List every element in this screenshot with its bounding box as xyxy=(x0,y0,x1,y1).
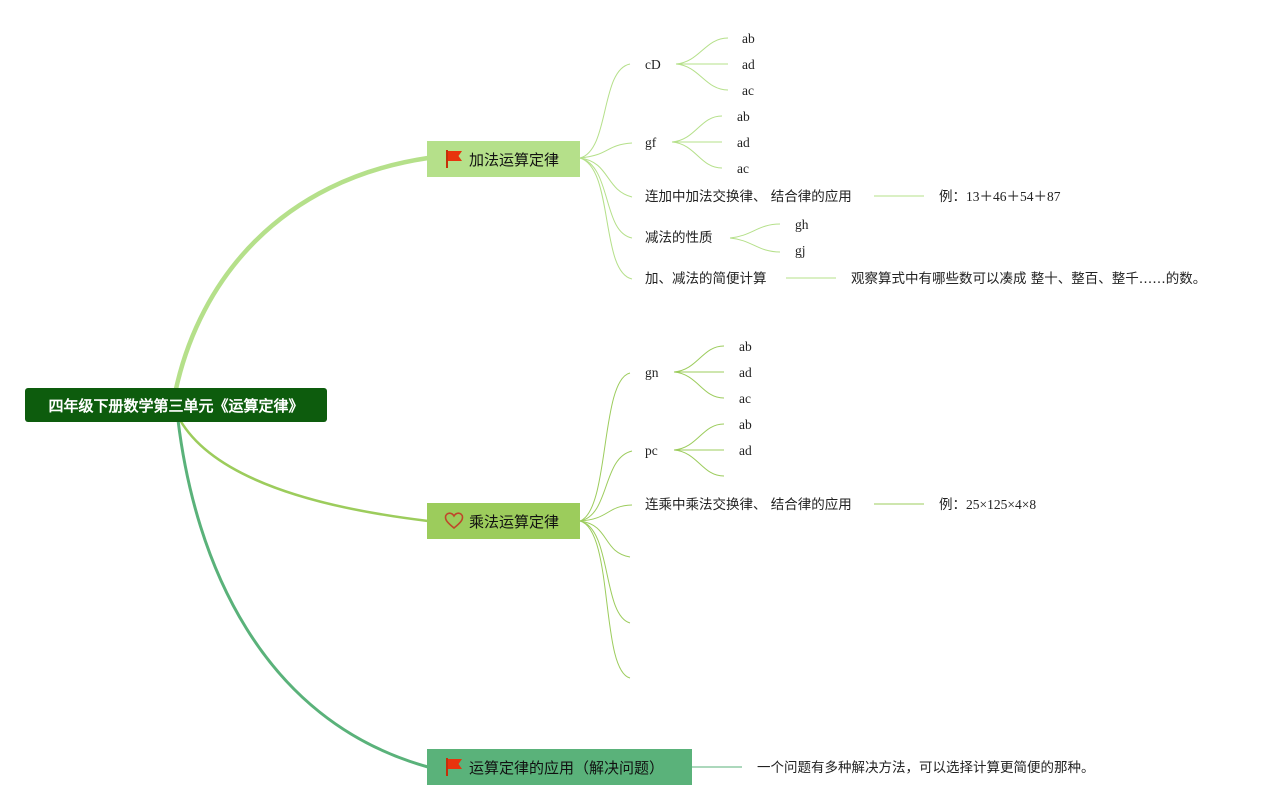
leaf-gf-2[interactable]: ad xyxy=(737,135,750,150)
subtopic-simple-calc[interactable]: 加、减法的简便计算 xyxy=(645,271,767,287)
topic-application-label: 运算定律的应用（解决问题） xyxy=(469,758,665,777)
connectors-addition xyxy=(579,37,924,280)
heart-icon xyxy=(444,511,464,531)
red-flag-icon xyxy=(444,757,464,777)
leaf-sub-1[interactable]: gh xyxy=(795,217,809,232)
subtopic-pc[interactable]: pc xyxy=(645,443,658,458)
subtopic-multiplication-assoc[interactable]: 连乘中乘法交换律、 结合律的应用 xyxy=(645,497,852,513)
leaf-cd-1[interactable]: ab xyxy=(742,31,755,46)
note-multiplication-example[interactable]: 例：25×125×4×8 xyxy=(939,496,1036,514)
topic-multiplication[interactable]: 乘法运算定律 xyxy=(427,503,580,539)
topic-multiplication-label: 乘法运算定律 xyxy=(469,512,560,531)
leaf-gf-3[interactable]: ac xyxy=(737,161,749,176)
note-addition-example-value: 13＋46＋54＋87 xyxy=(966,189,1061,204)
subtopic-subtraction-property[interactable]: 减法的性质 xyxy=(645,230,713,246)
root-topic-label: 四年级下册数学第三单元《运算定律》 xyxy=(48,396,304,415)
subtopic-addition-assoc[interactable]: 连加中加法交换律、 结合律的应用 xyxy=(645,189,852,205)
connector-root-addition xyxy=(173,155,431,392)
red-flag-icon xyxy=(444,149,464,169)
subtopic-gn[interactable]: gn xyxy=(645,365,659,380)
topic-application[interactable]: 运算定律的应用（解决问题） xyxy=(427,749,692,785)
connector-root-application xyxy=(176,419,429,769)
leaf-gn-3[interactable]: ac xyxy=(739,391,751,406)
leaf-cd-3[interactable]: ac xyxy=(742,83,754,98)
leaf-pc-1[interactable]: ab xyxy=(739,417,752,432)
note-addition-example-prefix: 例： xyxy=(939,189,966,205)
subtopic-cd[interactable]: cD xyxy=(645,57,661,72)
note-simple-calc[interactable]: 观察算式中有哪些数可以凑成 整十、整百、整千……的数。 xyxy=(851,271,1207,287)
connector-root-multiplication xyxy=(178,419,429,523)
note-application[interactable]: 一个问题有多种解决方法，可以选择计算更简便的那种。 xyxy=(757,760,1095,776)
note-multiplication-example-value: 25×125×4×8 xyxy=(966,497,1037,512)
leaf-cd-2[interactable]: ad xyxy=(742,57,755,72)
leaf-sub-2[interactable]: gj xyxy=(795,243,806,258)
leaf-pc-2[interactable]: ad xyxy=(739,443,752,458)
note-addition-example[interactable]: 例：13＋46＋54＋87 xyxy=(939,188,1061,206)
note-multiplication-example-prefix: 例： xyxy=(939,497,966,513)
topic-addition-label: 加法运算定律 xyxy=(469,150,560,169)
connectors-multiplication xyxy=(579,345,924,679)
root-topic[interactable]: 四年级下册数学第三单元《运算定律》 xyxy=(25,388,327,422)
topic-addition[interactable]: 加法运算定律 xyxy=(427,141,580,177)
leaf-gn-2[interactable]: ad xyxy=(739,365,752,380)
subtopic-gf[interactable]: gf xyxy=(645,135,657,150)
leaf-gn-1[interactable]: ab xyxy=(739,339,752,354)
leaf-gf-1[interactable]: ab xyxy=(737,109,750,124)
